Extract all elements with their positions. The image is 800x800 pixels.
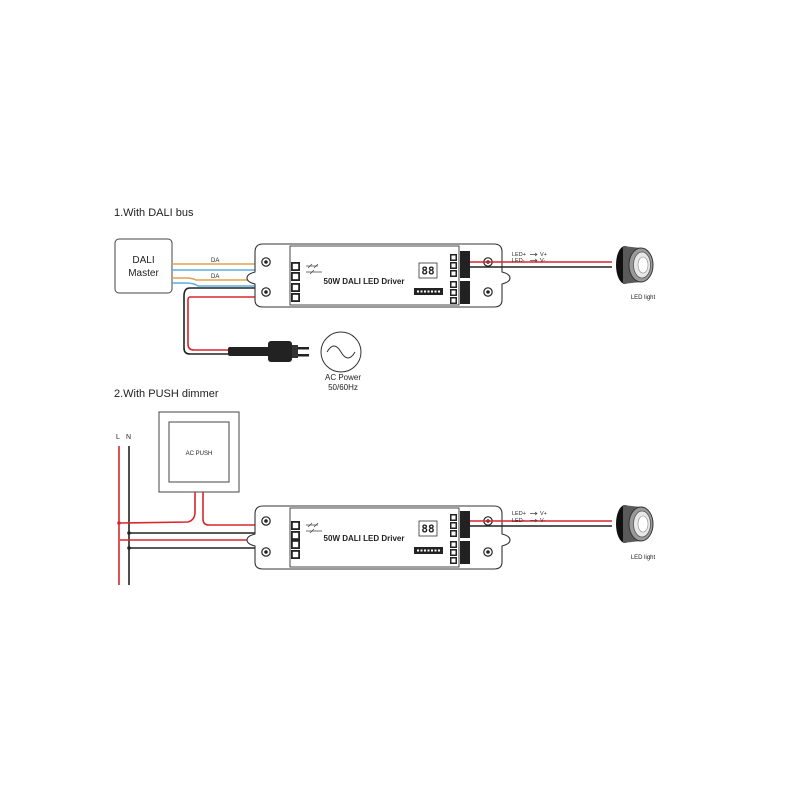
v-minus-label-1: V- bbox=[540, 258, 545, 264]
n-label: N bbox=[126, 434, 131, 441]
ac-push-label: AC PUSH bbox=[186, 451, 213, 457]
section2-title: 2.With PUSH dimmer bbox=[114, 388, 219, 400]
dali-symbol-icon-2 bbox=[306, 522, 322, 534]
dip-switch-icon-2 bbox=[414, 547, 443, 554]
led-light-label-2: LED light bbox=[631, 555, 656, 561]
dali-master-label-line1: DALI bbox=[132, 255, 154, 266]
led-downlight-icon-2 bbox=[615, 504, 654, 544]
led-plus-label-2: LED+ bbox=[512, 511, 526, 517]
ac-power-label-line2: 50/60Hz bbox=[328, 383, 358, 392]
led-output-wires-2: LED+ V+ LED- V- bbox=[470, 511, 612, 527]
output-terminal-2 bbox=[450, 281, 457, 304]
mains-rails: L N bbox=[116, 434, 131, 585]
driver-1-label: 50W DALI LED Driver bbox=[324, 277, 405, 286]
led-downlight-icon bbox=[615, 245, 654, 285]
v-plus-label-1: V+ bbox=[540, 252, 547, 258]
seven-segment-display-icon: 88 bbox=[418, 262, 438, 279]
sine-wave-icon bbox=[320, 331, 362, 373]
seven-segment-display-icon-2: 88 bbox=[418, 520, 438, 537]
led-output-wires-1: LED+ V+ LED- V- bbox=[470, 252, 612, 268]
output-terminal-4 bbox=[450, 541, 457, 564]
dali-master-label-line2: Master bbox=[128, 268, 159, 279]
led-minus-label-1: LED- bbox=[512, 258, 525, 264]
power-plug-icon bbox=[268, 341, 309, 362]
led-plus-label-1: LED+ bbox=[512, 252, 526, 258]
driver-2-label: 50W DALI LED Driver bbox=[324, 534, 405, 543]
ac-power-label-line1: AC Power bbox=[325, 373, 361, 382]
dali-symbol-icon bbox=[306, 263, 322, 275]
dali-master-box: DALI Master bbox=[114, 238, 173, 294]
da-label-top: DA bbox=[211, 258, 219, 264]
l-label: L bbox=[116, 434, 120, 441]
svg-text:88: 88 bbox=[421, 523, 434, 536]
v-plus-label-2: V+ bbox=[540, 511, 547, 517]
v-minus-label-2: V- bbox=[540, 518, 545, 524]
ac-push-box: AC PUSH bbox=[158, 411, 240, 493]
led-minus-label-2: LED- bbox=[512, 518, 525, 524]
led-light-label-1: LED light bbox=[631, 295, 656, 301]
led-driver-2: 50W DALI LED Driver 88 bbox=[246, 505, 511, 570]
section1-title: 1.With DALI bus bbox=[114, 207, 194, 219]
output-terminal-1 bbox=[450, 254, 457, 277]
da-label-bottom: DA bbox=[211, 274, 219, 280]
dip-switch-icon bbox=[414, 288, 443, 295]
svg-text:88: 88 bbox=[421, 265, 434, 278]
output-terminal-3 bbox=[450, 514, 457, 537]
led-driver-1: 50W DALI LED Driver 88 bbox=[246, 243, 511, 308]
